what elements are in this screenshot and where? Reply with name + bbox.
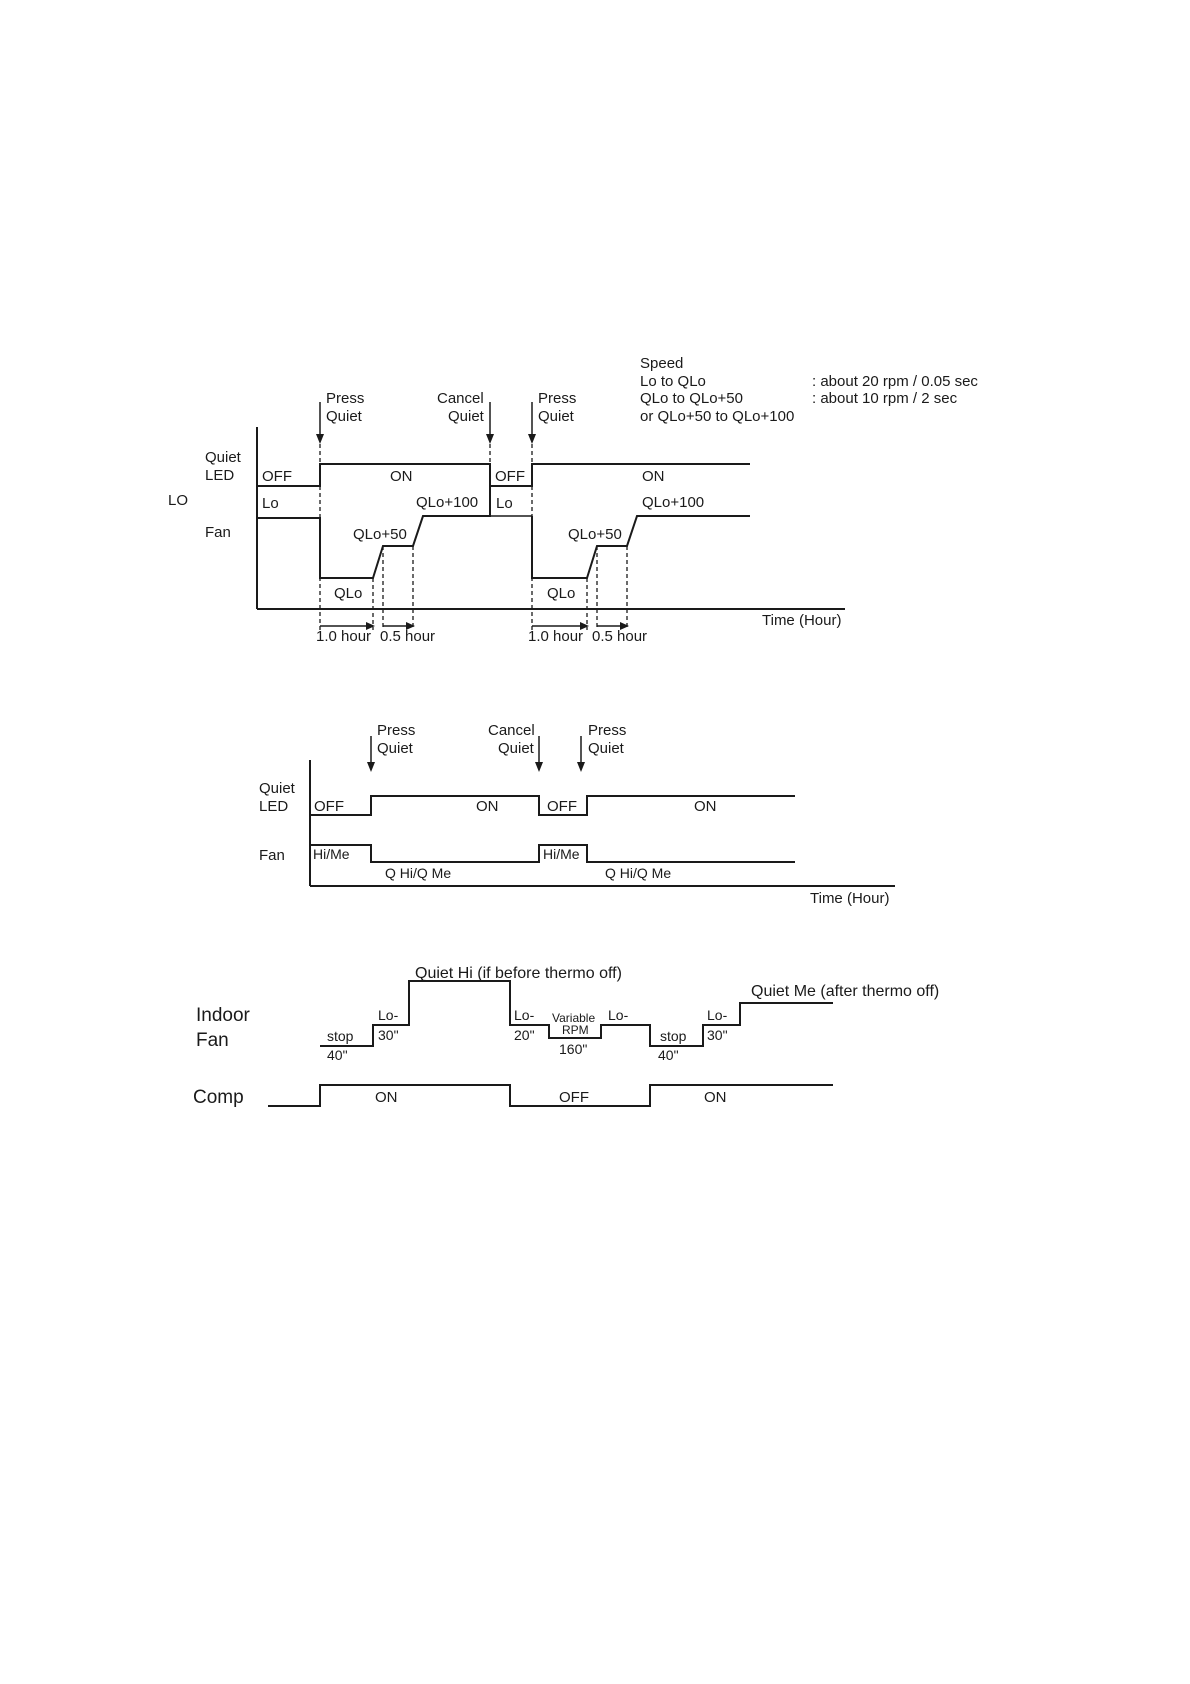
diagram-quiet-hi-me-mode: Press Quiet Cancel Quiet Press Quiet Qui…: [259, 722, 895, 907]
d2-press-2-line1: Press: [588, 722, 626, 739]
d2-led-off-2: OFF: [547, 798, 577, 815]
stop-2: stop: [660, 1028, 687, 1044]
d2-press-1-line1: Press: [377, 722, 415, 739]
d2-led-on-1: ON: [476, 798, 499, 815]
lo-2-time: 20": [514, 1027, 535, 1043]
cancel-quiet-line2: Quiet: [448, 408, 485, 425]
event-arrows: [316, 402, 536, 444]
press-quiet-2-line2: Quiet: [538, 408, 575, 425]
qlo-1: QLo: [334, 585, 362, 602]
lo-1: Lo-: [378, 1007, 399, 1023]
d2-led-waveform: [310, 795, 795, 816]
variable-time: 160": [559, 1041, 587, 1057]
fan-waveform-2: [531, 515, 750, 579]
duration-05h-2: 0.5 hour: [592, 628, 647, 645]
stop-1: stop: [327, 1028, 354, 1044]
quiet-led-label-line2: LED: [205, 467, 234, 484]
cancel-quiet-line1: Cancel: [437, 390, 484, 407]
d2-cancel-line2: Quiet: [498, 740, 535, 757]
qlo100-1: QLo+100: [416, 494, 478, 511]
d2-quiet-led-line2: LED: [259, 798, 288, 815]
fan-lo-1: Lo: [262, 495, 279, 512]
d2-fan-qhime-2: Q Hi/Q Me: [605, 865, 671, 881]
d2-quiet-led-line1: Quiet: [259, 780, 296, 797]
led-on-1: ON: [390, 468, 413, 485]
lo-4: Lo-: [707, 1007, 728, 1023]
comp-waveform: [268, 1084, 833, 1107]
fan-label: Fan: [205, 524, 231, 541]
quiet-led-label-line1: Quiet: [205, 449, 242, 466]
d2-press-2-line2: Quiet: [588, 740, 625, 757]
comp-on-1: ON: [375, 1089, 398, 1106]
speed-row-1-value: : about 20 rpm / 0.05 sec: [812, 373, 978, 390]
d2-press-1-line2: Quiet: [377, 740, 414, 757]
d2-event-arrows: [367, 736, 585, 772]
duration-05h-1: 0.5 hour: [380, 628, 435, 645]
indoor-fan-waveform: [320, 980, 833, 1047]
quiet-me-label: Quiet Me (after thermo off): [751, 983, 939, 1000]
speed-row-2-label: QLo to QLo+50: [640, 390, 743, 407]
speed-header: Speed: [640, 355, 683, 372]
dashed-guides: [319, 444, 628, 630]
qlo50-1: QLo+50: [353, 526, 407, 543]
press-quiet-1-line2: Quiet: [326, 408, 363, 425]
variable-label: Variable: [552, 1011, 595, 1025]
diagram-indoor-fan-comp: Indoor Fan Comp Quiet Hi (if before ther…: [193, 965, 939, 1108]
speed-row-3-label: or QLo+50 to QLo+100: [640, 408, 794, 425]
lo-1-time: 30": [378, 1027, 399, 1043]
lo-mode-label: LO: [168, 492, 188, 509]
d2-fan-waveform: [310, 844, 795, 863]
led-off-2: OFF: [495, 468, 525, 485]
comp-label: Comp: [193, 1087, 244, 1108]
d2-time-axis-label: Time (Hour): [810, 890, 889, 907]
d2-fan-label: Fan: [259, 847, 285, 864]
led-off-1: OFF: [262, 468, 292, 485]
stop-2-time: 40": [658, 1047, 679, 1063]
qlo50-2: QLo+50: [568, 526, 622, 543]
fan-lo-2: Lo: [496, 495, 513, 512]
rpm-label: RPM: [562, 1023, 589, 1037]
lo-3: Lo-: [608, 1007, 629, 1023]
lo-2: Lo-: [514, 1007, 535, 1023]
qlo-2: QLo: [547, 585, 575, 602]
speed-row-1-label: Lo to QLo: [640, 373, 706, 390]
duration-1h-2: 1.0 hour: [528, 628, 583, 645]
speed-row-2-value: : about 10 rpm / 2 sec: [812, 390, 958, 407]
press-quiet-2-line1: Press: [538, 390, 576, 407]
stop-1-time: 40": [327, 1047, 348, 1063]
diagram-quiet-lo-mode: Speed Lo to QLo : about 20 rpm / 0.05 se…: [168, 355, 978, 645]
quiet-hi-label: Quiet Hi (if before thermo off): [415, 965, 622, 982]
duration-arrows: [320, 622, 629, 630]
d2-fan-hime-2: Hi/Me: [543, 846, 580, 862]
led-on-2: ON: [642, 468, 665, 485]
comp-off: OFF: [559, 1089, 589, 1106]
press-quiet-1-line1: Press: [326, 390, 364, 407]
d2-fan-qhime-1: Q Hi/Q Me: [385, 865, 451, 881]
duration-1h-1: 1.0 hour: [316, 628, 371, 645]
d2-fan-hime-1: Hi/Me: [313, 846, 350, 862]
time-axis-label: Time (Hour): [762, 612, 841, 629]
indoor-fan-label-line2: Fan: [196, 1030, 229, 1051]
lo-4-time: 30": [707, 1027, 728, 1043]
d2-led-off-1: OFF: [314, 798, 344, 815]
d2-led-on-2: ON: [694, 798, 717, 815]
comp-on-2: ON: [704, 1089, 727, 1106]
indoor-fan-label-line1: Indoor: [196, 1005, 251, 1026]
qlo100-2: QLo+100: [642, 494, 704, 511]
d2-cancel-line1: Cancel: [488, 722, 535, 739]
